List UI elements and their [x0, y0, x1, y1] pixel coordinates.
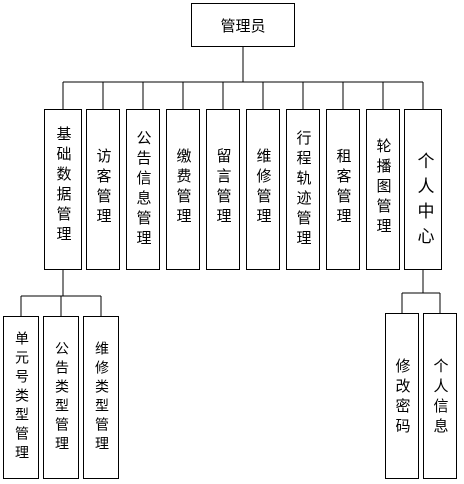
module-carousel: 轮播图管理: [366, 109, 400, 270]
module-tenant: 租客管理: [326, 109, 360, 270]
module-message: 留言管理: [206, 109, 240, 270]
module-label: 缴费管理: [174, 148, 193, 228]
child-label: 维修类型管理: [93, 341, 109, 455]
module-label: 个人中心: [413, 152, 434, 252]
module-repair: 维修管理: [246, 109, 280, 270]
module-label: 租客管理: [334, 148, 353, 228]
module-label: 维修管理: [254, 148, 273, 228]
module-announcement: 公告信息管理: [126, 109, 160, 270]
module-visitor: 访客管理: [86, 109, 120, 270]
child-label: 个人信息: [431, 358, 450, 438]
child-announcement-type: 公告类型管理: [43, 316, 79, 479]
child-repair-type: 维修类型管理: [83, 316, 119, 479]
module-label: 公告信息管理: [134, 130, 153, 250]
module-label: 访客管理: [94, 148, 113, 228]
child-label: 公告类型管理: [53, 341, 69, 455]
module-label: 基础数据管理: [54, 126, 73, 246]
child-label: 修改密码: [393, 358, 412, 438]
module-payment: 缴费管理: [166, 109, 200, 270]
module-label: 留言管理: [214, 148, 233, 228]
module-basic-data: 基础数据管理: [44, 109, 82, 270]
module-label: 行程轨迹管理: [294, 130, 313, 250]
root-label: 管理员: [220, 16, 266, 35]
child-change-password: 修改密码: [385, 313, 419, 479]
child-label: 单元号类型管理: [13, 331, 29, 464]
module-label: 轮播图管理: [374, 138, 393, 238]
module-trip-track: 行程轨迹管理: [286, 109, 320, 270]
child-unit-type: 单元号类型管理: [3, 316, 39, 479]
child-personal-info: 个人信息: [423, 313, 457, 479]
root-node: 管理员: [191, 3, 295, 47]
module-personal-center: 个人中心: [404, 109, 442, 270]
